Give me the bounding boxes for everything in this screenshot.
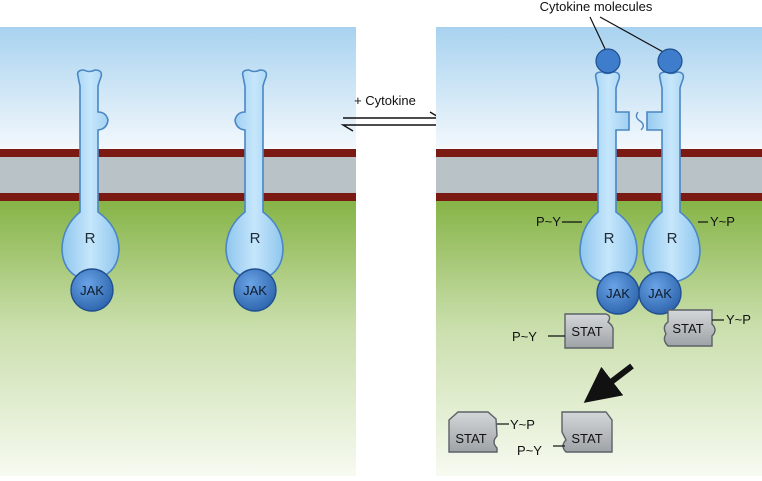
stat-protein (448, 411, 498, 453)
stat-label: STAT (672, 321, 703, 336)
phospho-label: P~Y (517, 443, 542, 458)
receptor-dimer-left: R JAK (579, 48, 640, 315)
cytokine-molecules-label: Cytokine molecules (540, 0, 653, 14)
membrane-outer-layer (0, 149, 356, 157)
jak-kinase (638, 271, 682, 315)
left-panel: R JAK R JAK (0, 27, 356, 476)
jak-kinase (233, 268, 277, 312)
phospho-label: Y~P (726, 312, 751, 327)
jak-label: JAK (243, 283, 267, 298)
receptor-left-1: R JAK (61, 69, 120, 312)
stat-protein: STAT Y~P (663, 309, 751, 347)
extracellular-space (0, 27, 356, 151)
jak-label: JAK (648, 286, 672, 301)
cytokine-molecule (657, 48, 683, 74)
receptor-label: R (85, 230, 96, 247)
cytokine-molecule (595, 48, 621, 74)
reaction-label: + Cytokine (354, 93, 416, 108)
stat-label: STAT (455, 431, 486, 446)
reverse-arrow (340, 124, 440, 132)
receptor-label: R (667, 230, 678, 247)
phospho-label: P~Y (512, 329, 537, 344)
dimer-contact (635, 111, 644, 131)
forward-arrow (343, 111, 443, 119)
receptor-dimer-right: R JAK (638, 48, 701, 315)
stat-protein (561, 411, 613, 453)
phospho-label: Y~P (710, 214, 735, 229)
receptor-label: R (250, 230, 261, 247)
jak-label: JAK (80, 283, 104, 298)
right-panel: Cytokine molecules R JAK R JAK P~Y Y~P (436, 0, 762, 476)
stat-label: STAT (571, 324, 602, 339)
pointer-line (589, 16, 608, 54)
jak-kinase (70, 268, 114, 312)
stat-label: STAT (571, 431, 602, 446)
phospho-label: Y~P (510, 417, 535, 432)
cytoplasm (0, 201, 356, 476)
equilibrium-arrows: + Cytokine (340, 93, 443, 132)
stat-protein: STAT P~Y (512, 313, 614, 349)
membrane-core (0, 157, 356, 193)
membrane-inner-layer (0, 193, 356, 201)
receptor-left-2: R JAK (225, 69, 284, 312)
receptor-label: R (604, 230, 615, 247)
phospho-label: P~Y (536, 214, 561, 229)
jak-label: JAK (606, 286, 630, 301)
dimerization-arrow (583, 363, 634, 403)
stat-dimer: STAT Y~P STAT P~Y (448, 411, 613, 458)
pointer-line (599, 16, 666, 54)
